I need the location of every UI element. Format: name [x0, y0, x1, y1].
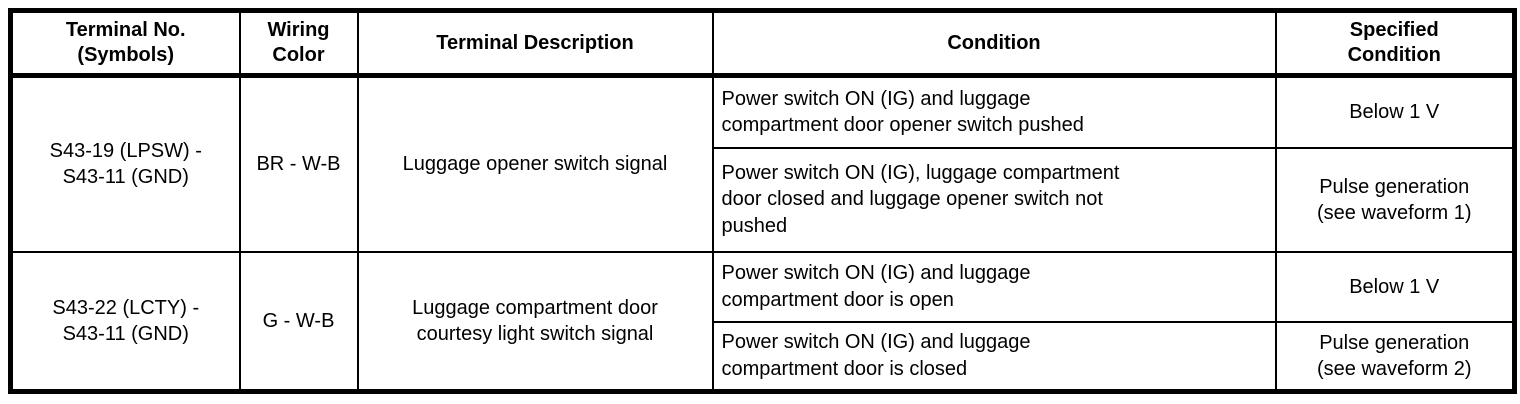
table-row-s43-22-a: S43-22 (LCTY) - S43-11 (GND) G - W-B Lug… — [9, 250, 1516, 393]
header-specified-condition: Specified Condition — [1274, 9, 1516, 78]
cell-description-s43-22: Luggage compartment door courtesy light … — [356, 250, 714, 393]
terminal-specification-table: Terminal No. (Symbols) Wiring Color Term… — [8, 8, 1517, 394]
header-row: Terminal No. (Symbols) Wiring Color Term… — [9, 9, 1516, 78]
table-row-s43-19-b: Power switch ON (IG), luggage compartmen… — [11, 146, 1516, 253]
cell-specified-s43-22-a: Below 1 V — [1274, 250, 1516, 323]
table-row-s43-19-a: S43-19 (LPSW) - S43-11 (GND) BR - W-B Lu… — [9, 74, 1516, 253]
header-condition: Condition — [711, 9, 1277, 78]
cell-condition-s43-19-b: Power switch ON (IG), luggage compartmen… — [711, 146, 1277, 253]
cell-description-s43-19: Luggage opener switch signal — [356, 74, 714, 253]
cell-condition-s43-19-a: Power switch ON (IG) and luggage compart… — [711, 74, 1277, 149]
cell-condition-s43-22-b: Power switch ON (IG) and luggage compart… — [711, 320, 1277, 393]
table-row-s43-22-b: Power switch ON (IG) and luggage compart… — [11, 320, 1516, 393]
cell-specified-s43-19-b: Pulse generation (see waveform 1) — [1274, 146, 1516, 253]
cell-wiring-color-s43-22: G - W-B — [238, 250, 359, 393]
header-wiring-color: Wiring Color — [238, 9, 359, 78]
cell-terminal-s43-22: S43-22 (LCTY) - S43-11 (GND) — [9, 250, 241, 393]
header-terminal-no: Terminal No. (Symbols) — [9, 9, 241, 78]
cell-specified-s43-19-a: Below 1 V — [1274, 74, 1516, 149]
cell-specified-s43-22-b: Pulse generation (see waveform 2) — [1274, 320, 1516, 393]
cell-wiring-color-s43-19: BR - W-B — [238, 74, 359, 253]
header-terminal-description: Terminal Description — [356, 9, 714, 78]
cell-terminal-s43-19: S43-19 (LPSW) - S43-11 (GND) — [9, 74, 241, 253]
cell-condition-s43-22-a: Power switch ON (IG) and luggage compart… — [711, 250, 1277, 323]
